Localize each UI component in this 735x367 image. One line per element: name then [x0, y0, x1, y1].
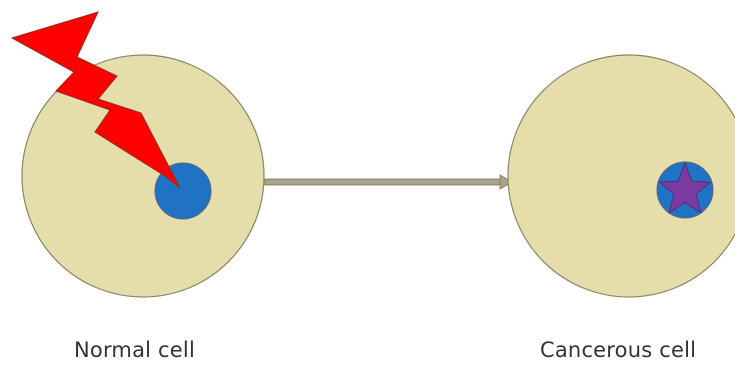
- cancerous-cell-label: Cancerous cell: [540, 338, 697, 362]
- transformation-arrow: [264, 174, 513, 190]
- arrow-head: [499, 174, 513, 190]
- star-icon: [658, 161, 712, 214]
- cancerous-cell-cytoplasm: [507, 54, 735, 298]
- normal-cell: [21, 54, 265, 298]
- cancerous-cell: [507, 54, 735, 298]
- lightning-bolt-icon: [10, 11, 181, 189]
- normal-cell-label: Normal cell: [74, 338, 195, 362]
- normal-cell-cytoplasm: [21, 54, 265, 298]
- arrow-shaft: [264, 178, 504, 186]
